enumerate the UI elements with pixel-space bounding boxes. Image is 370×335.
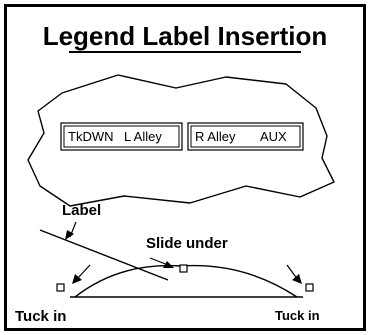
label-strip-right-inner [190, 125, 301, 148]
tuck-right-arrow-head [292, 274, 302, 284]
label-strip-right [187, 122, 304, 151]
slide-under-arrow-line [149, 257, 169, 266]
tuck-left-arrow-head [72, 274, 82, 284]
label-arrow-head [65, 230, 74, 240]
strip-text-tkdwn: TkDWN [68, 129, 114, 144]
annotation-label: Label [62, 202, 101, 219]
label-line [39, 229, 169, 281]
annotation-tuck-in-left: Tuck in [15, 308, 66, 325]
annotation-tuck-in-right: Tuck in [275, 308, 320, 323]
annotation-slide-under: Slide under [146, 235, 228, 252]
label-strip-left-inner [63, 125, 180, 148]
strip-text-r-alley: R Alley [195, 129, 236, 144]
marker-square-right [305, 283, 314, 292]
page-title: Legend Label Insertion [43, 21, 328, 51]
marker-square-left [56, 283, 65, 292]
strip-text-l-alley: L Alley [124, 129, 162, 144]
marker-square-center [179, 264, 188, 273]
strip-text-aux: AUX [260, 129, 287, 144]
label-strip-left [60, 122, 183, 151]
